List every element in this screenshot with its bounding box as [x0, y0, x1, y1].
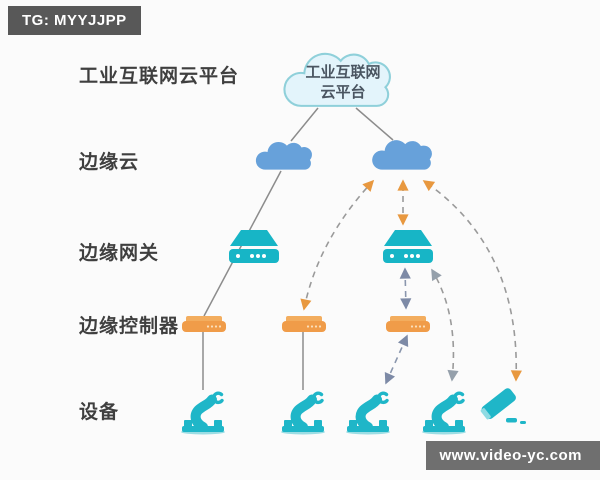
watermark-site-badge: www.video-yc.com: [425, 441, 600, 470]
level-label-device: 设备: [79, 402, 120, 423]
cloud-platform-icon: [283, 52, 391, 107]
edge-cloud-right-icon: [372, 140, 432, 170]
level-label-cloud-platform: 工业互联网云平台: [79, 66, 240, 87]
robot-arm-3-icon: [346, 393, 390, 434]
link-controller3-to-robot3-dashed: [384, 334, 409, 385]
edge-cloud-left-icon: [255, 141, 312, 170]
cloud-platform-label-line2: 云平台: [320, 84, 366, 101]
level-label-edge-cloud: 边缘云: [79, 152, 140, 173]
edge-controller-2-icon: [282, 316, 326, 332]
link-platform-to-edgecloud-left: [290, 107, 319, 142]
link-gateway2-to-controller3-dashed: [399, 267, 412, 310]
edge-controller-1-icon: [182, 316, 226, 332]
link-controller2-to-edgecloud2-dashed: [300, 179, 375, 311]
link-platform-to-edgecloud-right: [355, 107, 394, 141]
camera-icon: [479, 386, 526, 424]
robot-arm-2-icon: [281, 393, 325, 434]
watermark-tg-badge: TG: MYYJJPP: [8, 6, 141, 35]
edge-controller-3-icon: [386, 316, 430, 332]
link-camera-to-edgecloud2-dashed: [422, 180, 522, 382]
level-label-edge-gateway: 边缘网关: [79, 243, 160, 264]
cloud-platform-label-line1: 工业互联网: [305, 64, 381, 81]
edge-gateway-right-icon: [383, 230, 433, 263]
cloud-platform-label: 工业互联网 云平台: [272, 63, 414, 103]
robot-arm-4-icon: [422, 393, 466, 434]
edge-gateway-left-icon: [229, 230, 279, 263]
link-robot4-to-gateway2-dashed: [431, 268, 459, 382]
robot-arm-1-icon: [181, 393, 225, 434]
level-label-edge-controller: 边缘控制器: [79, 316, 180, 337]
